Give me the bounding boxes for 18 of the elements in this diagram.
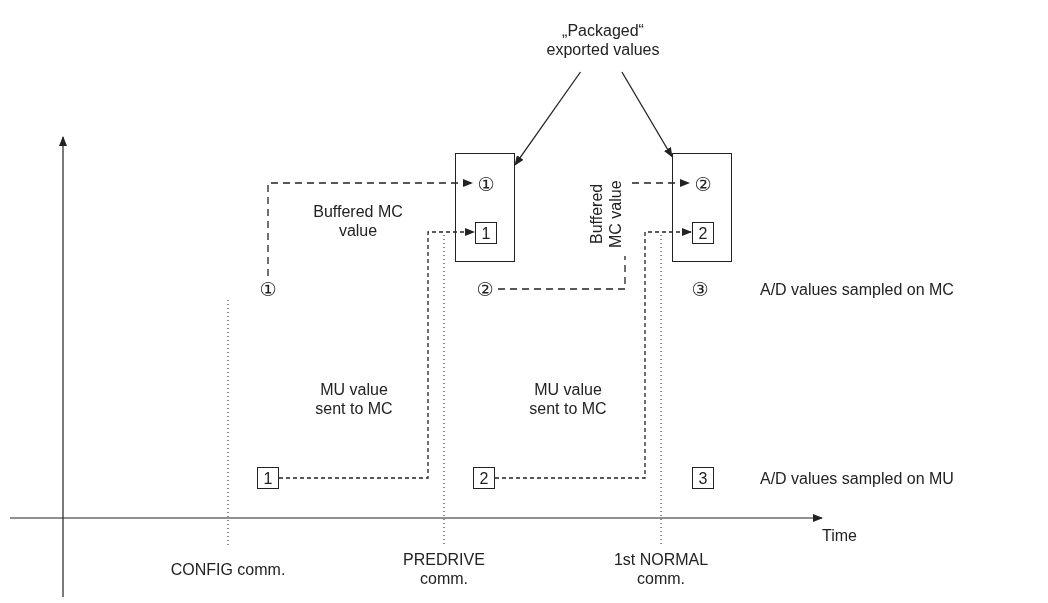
- boxed-number: 3: [692, 467, 714, 489]
- circled-number: ①: [473, 171, 499, 197]
- dashed-arrow: [278, 228, 475, 479]
- circled-number: ②: [472, 276, 498, 302]
- leader-arrow: [514, 71, 582, 166]
- dashed-arrow: [267, 179, 473, 277]
- dashed-arrow: [494, 228, 692, 479]
- value-package-box: [672, 153, 732, 262]
- circled-number: ①: [255, 276, 281, 302]
- circled-number: ②: [690, 171, 716, 197]
- boxed-number: 1: [475, 222, 497, 244]
- boxed-number: 1: [257, 467, 279, 489]
- value-package-box: [455, 153, 515, 262]
- boxed-number: 2: [692, 222, 714, 244]
- callout-text: „Packaged“ exported values: [536, 8, 670, 72]
- circled-number: ③: [687, 276, 713, 302]
- leader-arrow: [621, 71, 673, 158]
- boxed-number: 2: [473, 467, 495, 489]
